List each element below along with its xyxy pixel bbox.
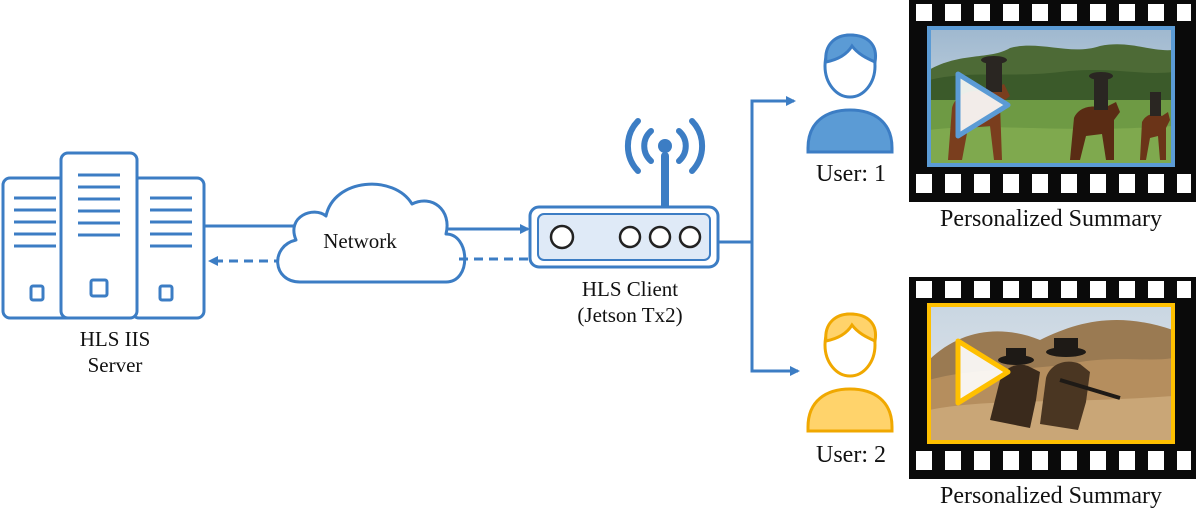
film-strip-1 (909, 0, 1196, 202)
user-1-icon (806, 33, 894, 154)
play-icon (955, 71, 1011, 139)
user-1-label: User: 1 (816, 161, 886, 187)
user-2-icon (806, 312, 894, 433)
summary-2-label: Personalized Summary (940, 483, 1162, 509)
server-label-line-1: HLS IIS (79, 327, 151, 351)
film-sprocket-holes (916, 4, 1191, 193)
client-label-line-2: (Jetson Tx2) (577, 303, 683, 327)
server-icon (1, 151, 206, 320)
video-frame-1 (929, 28, 1173, 165)
cloud-icon (276, 182, 467, 284)
film-sprocket-holes (916, 281, 1191, 470)
play-icon (955, 338, 1011, 406)
summary-1-label: Personalized Summary (940, 206, 1162, 232)
film-strip-2 (909, 277, 1196, 479)
server-label-line-2: Server (87, 353, 143, 377)
client-label-line-1: HLS Client (581, 277, 679, 301)
router-icon (528, 118, 720, 269)
server-label: HLS IIS Server (40, 326, 190, 378)
user-2-label: User: 2 (816, 442, 886, 468)
network-label: Network (323, 229, 397, 253)
client-label: HLS Client (Jetson Tx2) (540, 276, 720, 328)
client-to-users-arrows (718, 96, 800, 376)
